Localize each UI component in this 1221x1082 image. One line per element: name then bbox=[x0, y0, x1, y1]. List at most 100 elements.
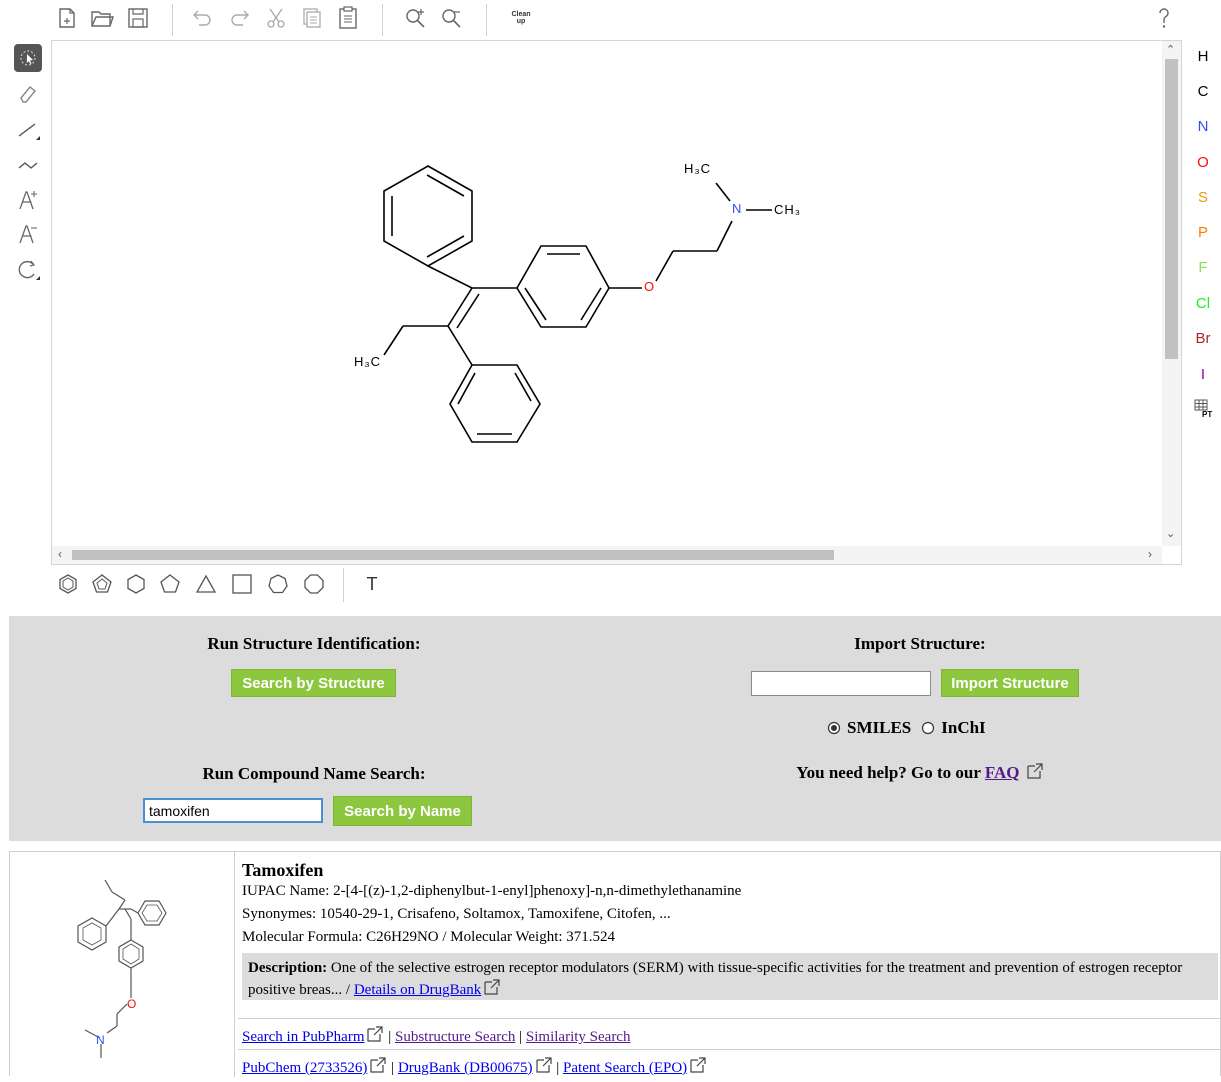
atom-label-h3c-left: H₃C bbox=[354, 354, 382, 369]
atom-f-button[interactable]: F bbox=[1190, 259, 1216, 276]
single-bond-icon[interactable] bbox=[14, 116, 42, 144]
atom-n-button[interactable]: N bbox=[1190, 118, 1216, 135]
zoom-in-icon[interactable] bbox=[404, 6, 428, 30]
external-link-icon bbox=[1027, 763, 1043, 779]
save-icon[interactable] bbox=[126, 6, 150, 30]
heptagon-icon[interactable] bbox=[266, 572, 290, 596]
search-panel: Run Structure Identification: Search by … bbox=[9, 616, 1221, 841]
similarity-search-link[interactable]: Similarity Search bbox=[525, 1029, 631, 1045]
atom-label-ch3: CH₃ bbox=[774, 202, 802, 217]
text-tool-label: T bbox=[366, 573, 378, 594]
drawing-canvas[interactable]: H₃C N CH₃ O H₃C ⌃ ⌄ ‹ › bbox=[51, 40, 1182, 565]
drugbank-details-link[interactable]: Details on DrugBank bbox=[353, 982, 482, 998]
charge-plus-icon[interactable] bbox=[14, 186, 42, 214]
clean-up-label-2: up bbox=[516, 18, 526, 25]
undo-icon[interactable] bbox=[190, 6, 214, 30]
vertical-scrollbar[interactable]: ⌃ ⌄ bbox=[1162, 41, 1181, 546]
scroll-right-icon[interactable]: › bbox=[1148, 547, 1152, 561]
compound-name-input[interactable] bbox=[143, 798, 323, 823]
atom-p-button[interactable]: P bbox=[1190, 224, 1216, 241]
substructure-search-link[interactable]: Substructure Search bbox=[395, 1029, 516, 1045]
external-link-icon bbox=[367, 1026, 384, 1042]
atom-s-label: S bbox=[1197, 189, 1208, 206]
atom-cl-label: Cl bbox=[1195, 295, 1211, 312]
separator: | bbox=[556, 1060, 560, 1076]
result-thumbnail[interactable]: O N bbox=[10, 852, 235, 1077]
search-pubpharm-link[interactable]: Search in PubPharm bbox=[242, 1029, 365, 1045]
hexagon-icon[interactable] bbox=[124, 572, 148, 596]
periodic-table-button[interactable]: PT bbox=[1190, 398, 1216, 422]
benzene-icon[interactable] bbox=[56, 572, 80, 596]
import-structure-input[interactable] bbox=[751, 671, 931, 696]
atom-cl-button[interactable]: Cl bbox=[1190, 295, 1216, 312]
external-link-icon bbox=[484, 979, 500, 995]
atom-h-button[interactable]: H bbox=[1190, 48, 1216, 65]
vertical-scroll-thumb[interactable] bbox=[1165, 59, 1178, 359]
eraser-icon[interactable] bbox=[14, 80, 42, 108]
atom-i-label: I bbox=[1200, 366, 1206, 383]
new-document-icon[interactable] bbox=[55, 6, 79, 30]
help-text: You need help? Go to our bbox=[796, 763, 981, 782]
periodic-table-label: PT bbox=[1202, 410, 1213, 419]
octagon-icon[interactable] bbox=[302, 572, 326, 596]
structure-id-heading: Run Structure Identification: bbox=[207, 634, 421, 653]
search-by-name-button[interactable]: Search by Name bbox=[333, 796, 472, 826]
external-link-icon bbox=[370, 1057, 387, 1073]
external-link-icon bbox=[535, 1057, 552, 1073]
rotate-icon[interactable] bbox=[14, 256, 42, 284]
atom-label-h3c-top: H₃C bbox=[684, 161, 712, 176]
atom-n-label: N bbox=[1197, 118, 1209, 135]
smiles-radio[interactable] bbox=[827, 721, 841, 735]
separator: | bbox=[388, 1029, 392, 1045]
redo-icon[interactable] bbox=[228, 6, 252, 30]
triangle-icon[interactable] bbox=[194, 572, 218, 596]
help-icon[interactable] bbox=[1152, 6, 1176, 30]
result-compound-name: Tamoxifen bbox=[242, 860, 324, 880]
scroll-up-icon[interactable]: ⌃ bbox=[1166, 44, 1176, 56]
copy-icon[interactable] bbox=[300, 6, 324, 30]
horizontal-scroll-thumb[interactable] bbox=[72, 550, 834, 560]
atom-h-label: H bbox=[1197, 48, 1209, 65]
faq-link[interactable]: FAQ bbox=[984, 763, 1020, 782]
atom-c-button[interactable]: C bbox=[1190, 83, 1216, 100]
paste-icon[interactable] bbox=[336, 6, 360, 30]
horizontal-scrollbar[interactable]: ‹ › bbox=[52, 546, 1162, 564]
atom-p-label: P bbox=[1197, 224, 1208, 241]
result-iupac-name: IUPAC Name: 2-[4-[(z)-1,2-diphenylbut-1-… bbox=[242, 883, 742, 899]
zoom-out-icon[interactable] bbox=[440, 6, 464, 30]
svg-text:O: O bbox=[127, 997, 136, 1011]
name-search-heading: Run Compound Name Search: bbox=[202, 764, 426, 783]
atom-label-n: N bbox=[732, 201, 742, 216]
square-icon[interactable] bbox=[230, 572, 254, 596]
result-formula-weight: Molecular Formula: C26H29NO / Molecular … bbox=[242, 929, 616, 945]
scroll-left-icon[interactable]: ‹ bbox=[58, 547, 62, 561]
open-folder-icon[interactable] bbox=[90, 6, 114, 30]
atom-s-button[interactable]: S bbox=[1190, 189, 1216, 206]
description-text: One of the selective estrogen receptor m… bbox=[248, 960, 1183, 998]
pentagon-icon[interactable] bbox=[158, 572, 182, 596]
selection-tool-icon[interactable] bbox=[14, 44, 42, 72]
text-tool-button[interactable]: T bbox=[360, 572, 384, 596]
result-card: O N Tamoxifen IUPAC Name: 2-[4-[(z)-1,2-… bbox=[9, 851, 1221, 1077]
svg-text:N: N bbox=[96, 1033, 105, 1047]
import-structure-button[interactable]: Import Structure bbox=[941, 669, 1079, 697]
smiles-label: SMILES bbox=[847, 718, 912, 737]
atom-i-button[interactable]: I bbox=[1190, 366, 1216, 383]
pubchem-link[interactable]: PubChem (2733526) bbox=[242, 1060, 368, 1076]
molecule-structure bbox=[383, 165, 772, 443]
tamoxifen-structure-thumbnail: O N bbox=[77, 879, 167, 1058]
drugbank-link[interactable]: DrugBank (DB00675) bbox=[397, 1060, 533, 1076]
help-line: You need help? Go to our FAQ bbox=[619, 762, 1221, 783]
cut-icon[interactable] bbox=[264, 6, 288, 30]
clean-up-button[interactable]: Clean up bbox=[506, 6, 536, 30]
atom-br-label: Br bbox=[1195, 330, 1211, 347]
scroll-down-icon[interactable]: ⌄ bbox=[1166, 528, 1176, 540]
chain-icon[interactable] bbox=[14, 152, 42, 180]
inchi-radio[interactable] bbox=[921, 721, 935, 735]
patent-search-link[interactable]: Patent Search (EPO) bbox=[563, 1060, 688, 1076]
atom-o-button[interactable]: O bbox=[1190, 154, 1216, 171]
search-by-structure-button[interactable]: Search by Structure bbox=[231, 669, 396, 697]
atom-br-button[interactable]: Br bbox=[1190, 330, 1216, 347]
cyclopentadiene-icon[interactable] bbox=[90, 572, 114, 596]
charge-minus-icon[interactable] bbox=[14, 220, 42, 248]
